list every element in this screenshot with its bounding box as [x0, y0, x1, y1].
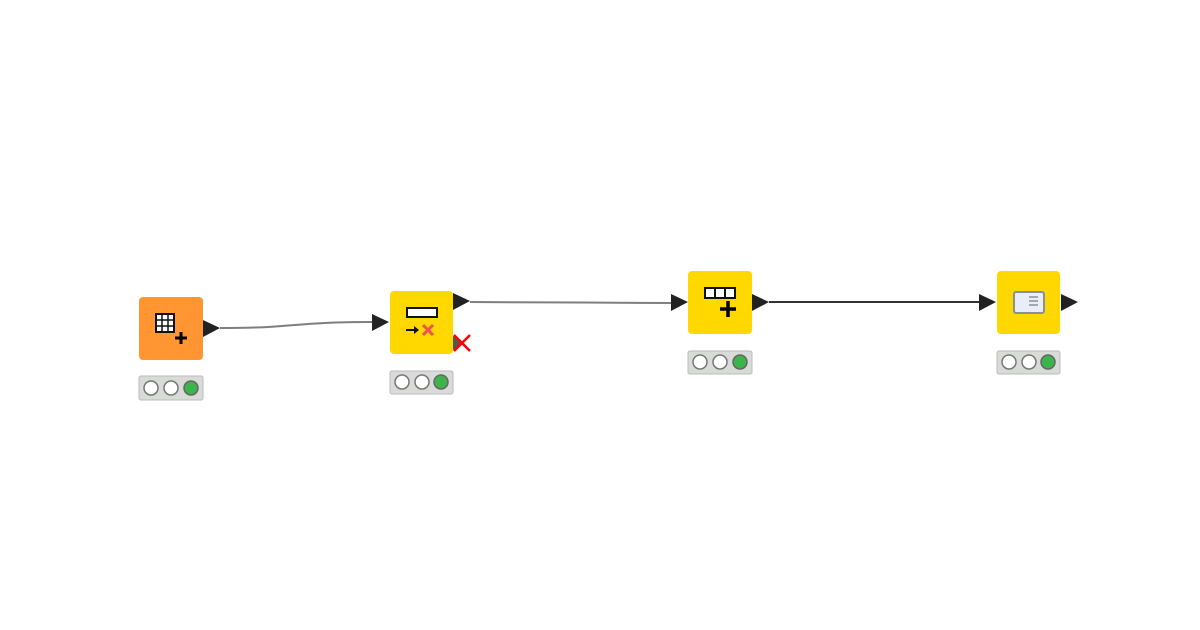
- status-traffic-light: [687, 350, 753, 375]
- input-port[interactable]: [671, 294, 688, 311]
- status-traffic-light: [389, 370, 454, 395]
- node-column-filter[interactable]: [372, 291, 471, 395]
- inactive-port-x-icon: [453, 334, 471, 352]
- input-port[interactable]: [372, 314, 389, 331]
- status-traffic-light: [996, 350, 1061, 375]
- input-port[interactable]: [979, 294, 996, 311]
- node-body[interactable]: [688, 271, 752, 334]
- output-port[interactable]: [1061, 294, 1078, 311]
- inactive-output-port[interactable]: [453, 336, 463, 350]
- output-port[interactable]: [752, 294, 769, 311]
- output-port[interactable]: [453, 293, 470, 310]
- output-port[interactable]: [203, 320, 220, 337]
- table-creator-icon: [155, 313, 187, 344]
- node-body[interactable]: [390, 291, 453, 354]
- node-table-creator[interactable]: [138, 297, 220, 401]
- connection-node1-node2[interactable]: [219, 321, 373, 329]
- connection-node2-node3[interactable]: [469, 301, 672, 304]
- node-table-view[interactable]: [979, 271, 1078, 375]
- status-traffic-light: [138, 375, 204, 401]
- column-filter-remove-icon: [406, 307, 438, 337]
- column-append-icon: [704, 287, 736, 317]
- node-column-appender[interactable]: [671, 271, 769, 375]
- table-view-icon: [1013, 291, 1045, 314]
